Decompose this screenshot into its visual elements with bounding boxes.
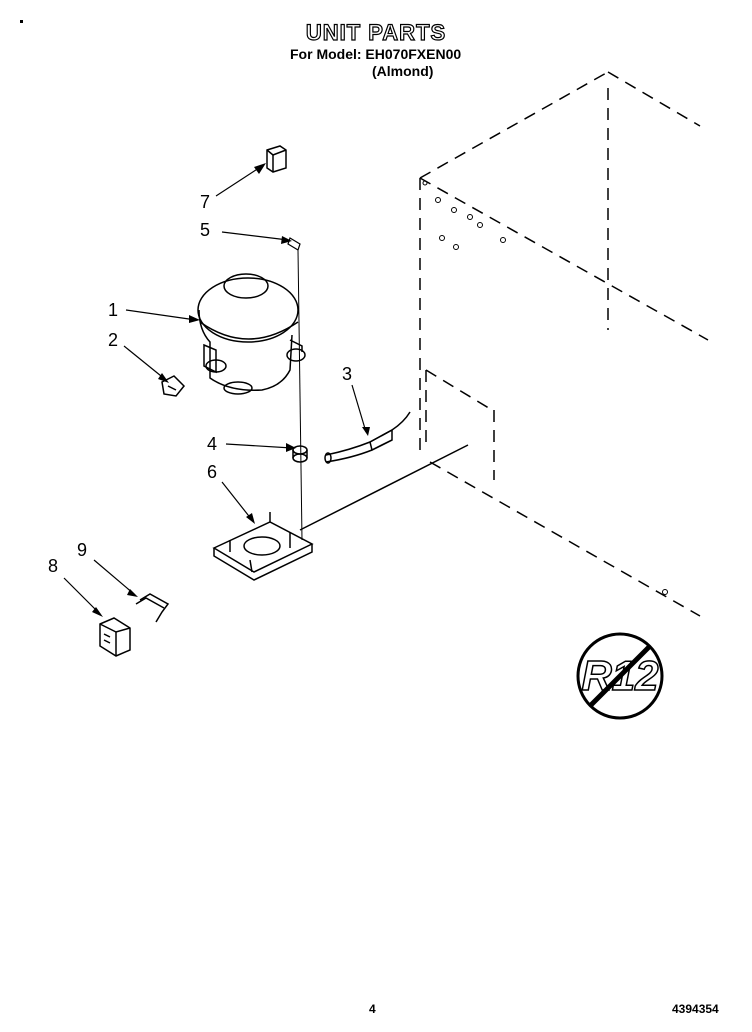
callout-8: 8 [48,556,58,576]
cabinet-holes [422,180,668,595]
callout-1: 1 [108,300,118,320]
overload-relay-part [99,617,131,657]
callout-6: 6 [207,462,217,482]
compressor-part [197,273,306,395]
drier-part [324,411,411,464]
callout-4: 4 [207,434,217,454]
leader-lines [63,165,367,615]
r12-logo: R12 [576,632,664,720]
callout-3: 3 [342,364,352,384]
tubing-line [299,444,469,531]
callout-7: 7 [200,192,210,212]
page-title: UNIT PARTS [305,19,447,45]
wire-clip-part [135,593,170,623]
corner-mark [20,20,23,23]
cabinet-outline [419,71,709,617]
arrowheads [92,163,370,617]
svg-text:R12: R12 [581,652,658,699]
page-number: 4 [369,1002,376,1016]
base-plate-part [212,512,314,581]
grommet-part [292,445,308,463]
callout-5: 5 [200,220,210,240]
mounting-axis-line [297,249,303,541]
color-line: (Almond) [372,63,434,79]
callout-2: 2 [108,330,118,350]
document-number: 4394354 [672,1002,719,1016]
callout-9: 9 [77,540,87,560]
model-line: For Model: EH070FXEN00 [290,46,462,62]
clip-part [287,237,301,251]
terminal-plug-part [161,375,186,397]
relay-cover-part [266,145,287,173]
